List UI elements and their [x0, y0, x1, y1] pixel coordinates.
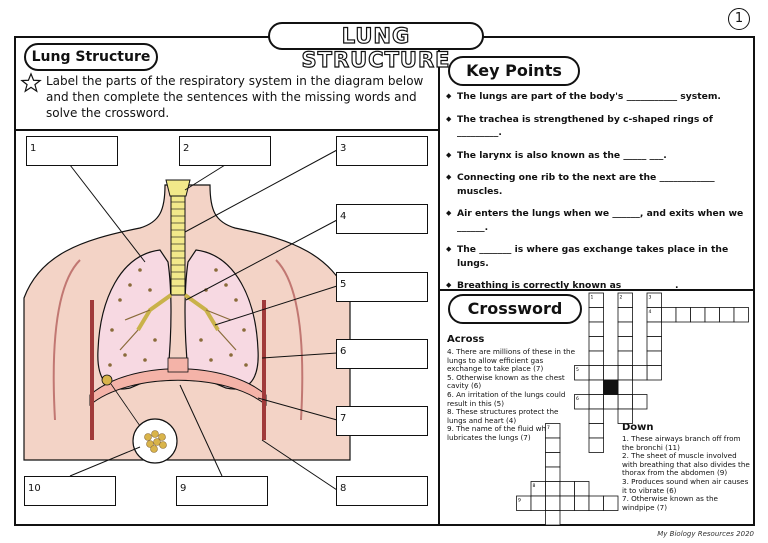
- left-divider: [14, 129, 440, 131]
- label-number: 1: [30, 143, 37, 154]
- down-heading: Down: [622, 422, 654, 433]
- across-clue: 9. The name of the fluid which lubricate…: [447, 424, 557, 442]
- label-box-8[interactable]: 8: [336, 476, 428, 506]
- across-clue: 4. There are millions of these in the lu…: [447, 347, 575, 374]
- page-title: LUNG STRUCTURE: [268, 22, 484, 73]
- across-clue: 6. An irritation of the lungs could resu…: [447, 389, 566, 408]
- label-box-7[interactable]: 7: [336, 406, 428, 436]
- star-icon: [20, 72, 42, 93]
- label-number: 2: [183, 143, 190, 154]
- crossword-heading: Crossword: [448, 294, 582, 324]
- label-box-3[interactable]: 3: [336, 136, 428, 166]
- label-number: 8: [340, 483, 347, 494]
- label-number: 10: [28, 483, 41, 494]
- across-clue: 8. These structures protect the lungs an…: [447, 407, 559, 425]
- key-points-list: The lungs are part of the body's _______…: [446, 90, 751, 302]
- label-box-5[interactable]: 5: [336, 272, 428, 302]
- page-number: 1: [728, 8, 750, 30]
- label-number: 9: [180, 483, 187, 494]
- key-points-heading: Key Points: [448, 56, 580, 86]
- instruction-text: Label the parts of the respiratory syste…: [46, 74, 424, 120]
- across-clue: 5. Otherwise known as the chest cavity (…: [447, 372, 565, 391]
- key-point-item: The larynx is also known as the _____ __…: [446, 149, 751, 163]
- across-heading: Across: [447, 334, 485, 345]
- key-point-item: Connecting one rib to the next are the _…: [446, 171, 751, 198]
- key-point-item: The _______ is where gas exchange takes …: [446, 243, 751, 270]
- key-point-item: The lungs are part of the body's _______…: [446, 90, 751, 104]
- key-point-item: Breathing is correctly known as ________…: [446, 279, 751, 293]
- label-number: 3: [340, 143, 347, 154]
- across-clues: 4. There are millions of these in the lu…: [447, 347, 575, 443]
- credit-text: My Biology Resources 2020: [657, 530, 754, 538]
- down-clue: 1. These airways branch off from the bro…: [622, 434, 741, 452]
- down-clue: 2. The sheet of muscle involved with bre…: [622, 451, 750, 478]
- lung-structure-heading: Lung Structure: [24, 43, 158, 71]
- label-box-4[interactable]: 4: [336, 204, 428, 234]
- label-number: 5: [340, 279, 347, 290]
- label-number: 6: [340, 346, 347, 357]
- vertical-divider: [438, 36, 440, 526]
- label-box-10[interactable]: 10: [24, 476, 116, 506]
- label-box-9[interactable]: 9: [176, 476, 268, 506]
- label-box-2[interactable]: 2: [179, 136, 271, 166]
- down-clue: 7. Otherwise known as the windpipe (7): [622, 494, 718, 512]
- key-point-item: The trachea is strengthened by c-shaped …: [446, 113, 751, 140]
- key-point-item: Air enters the lungs when we ______, and…: [446, 207, 751, 234]
- down-clues: 1. These airways branch off from the bro…: [622, 434, 750, 512]
- down-clue: 3. Produces sound when air causes it to …: [622, 476, 749, 495]
- label-box-1[interactable]: 1: [26, 136, 118, 166]
- label-number: 4: [340, 211, 347, 222]
- label-box-6[interactable]: 6: [336, 339, 428, 369]
- label-number: 7: [340, 413, 347, 424]
